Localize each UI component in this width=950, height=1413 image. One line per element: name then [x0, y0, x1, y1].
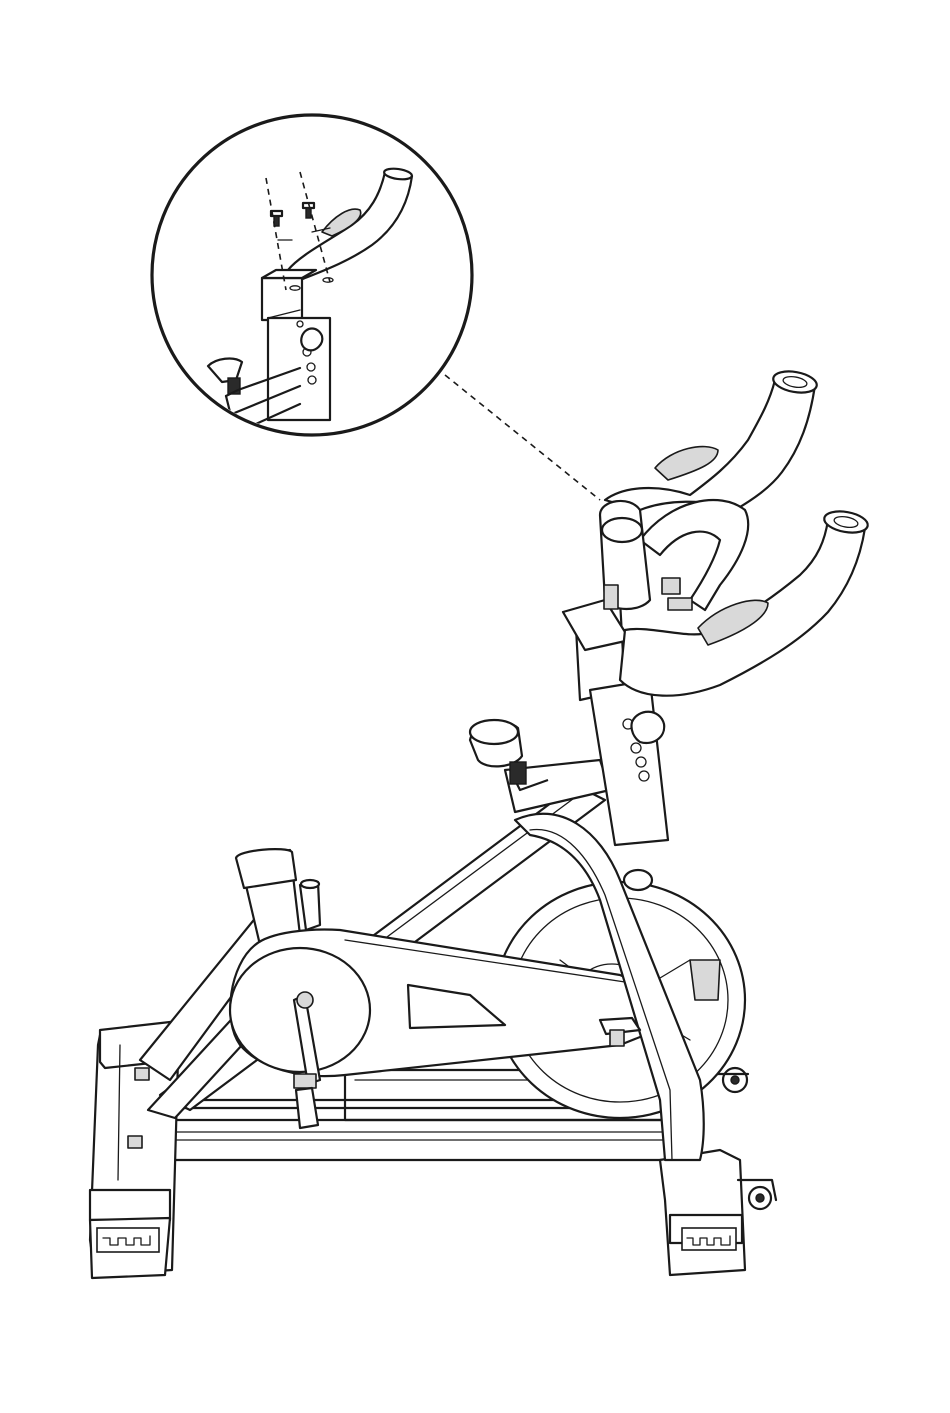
post-height-knob	[631, 712, 664, 743]
rear-wheel-upper	[716, 1068, 748, 1092]
detail-callout	[152, 115, 600, 500]
handlebar	[600, 368, 869, 695]
stabilizer-bolt-bottom	[128, 1136, 142, 1148]
flywheel-brake-pad	[690, 960, 720, 1000]
rear-wheel-lower	[738, 1180, 776, 1209]
callout-leader-line	[445, 375, 600, 500]
detail-post-knob	[301, 329, 322, 351]
detail-post-top	[262, 278, 302, 320]
pedal	[296, 1088, 318, 1128]
bike	[90, 368, 869, 1278]
upper-grip-pad	[655, 447, 718, 480]
handlebar-upper-arm	[605, 380, 815, 510]
column-knob	[624, 870, 652, 890]
seat-knob-cylinder	[300, 882, 320, 930]
stabilizer-bolt-top	[135, 1068, 149, 1080]
handlebar-loop	[640, 500, 748, 610]
